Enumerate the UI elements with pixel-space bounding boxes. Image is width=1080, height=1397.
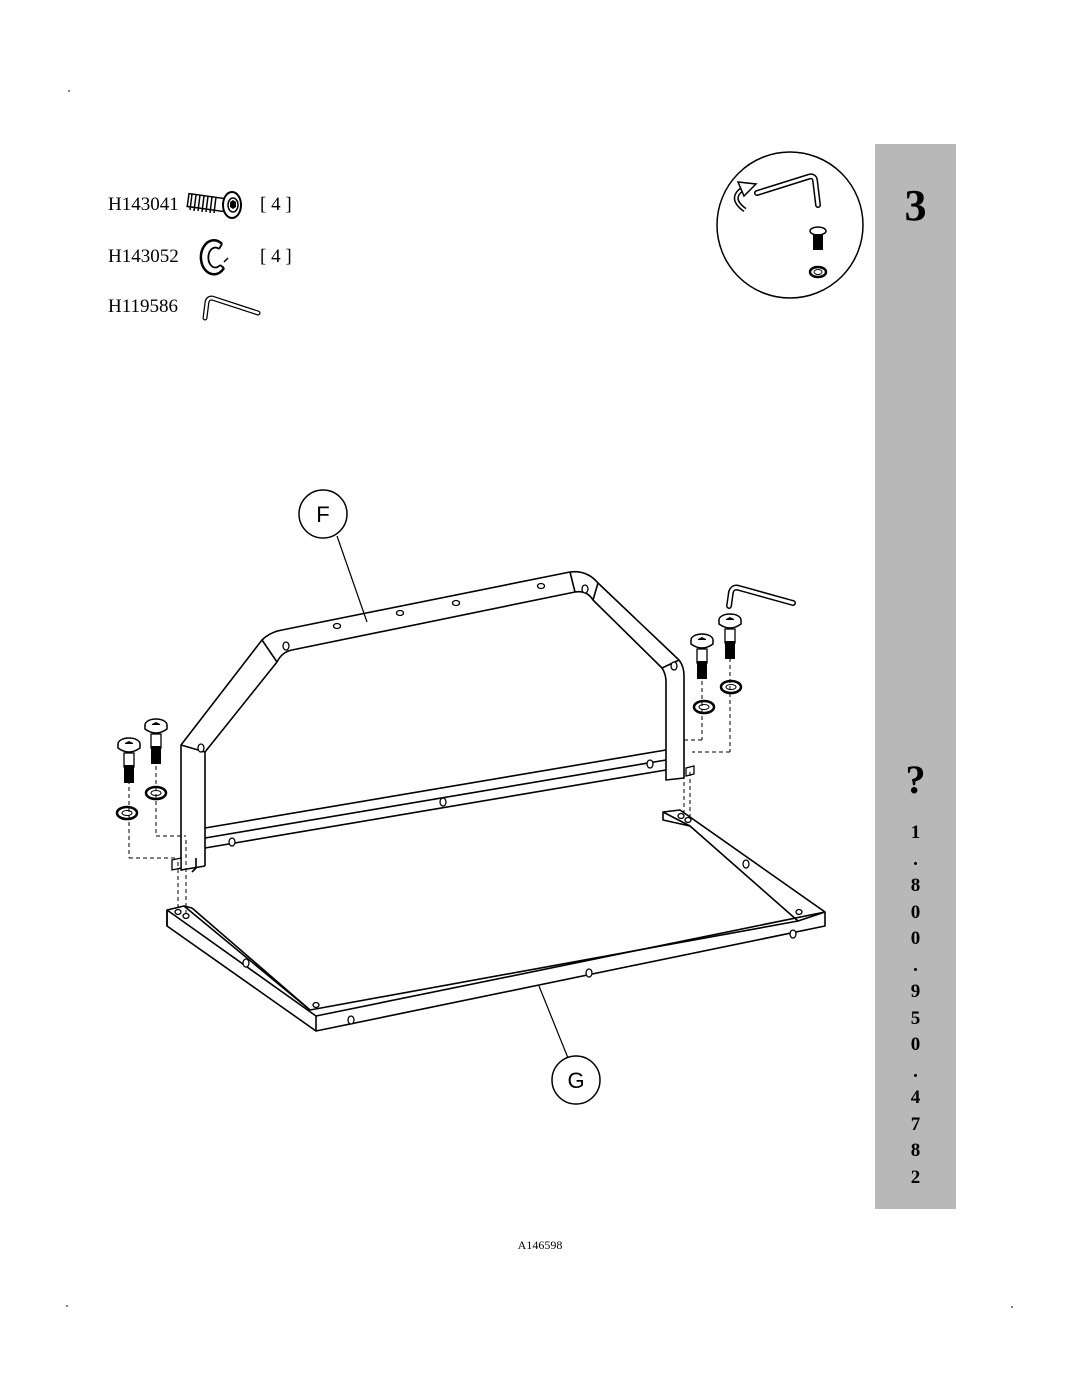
part-code: H143052 bbox=[108, 246, 179, 267]
phone-digit: 0 bbox=[910, 928, 921, 949]
scan-speck bbox=[68, 90, 70, 92]
part-code: H143041 bbox=[108, 194, 179, 215]
scan-speck bbox=[66, 1305, 68, 1307]
phone-digit: 9 bbox=[910, 981, 921, 1002]
allen-key-icon bbox=[726, 584, 796, 609]
lock-washer-icon bbox=[692, 699, 716, 715]
part-code: H119586 bbox=[108, 296, 179, 317]
help-question-mark: ? bbox=[905, 757, 926, 802]
step-sidebar: 3 ? 1. 8 0 0. 9 5 0. 4 7 8 2 bbox=[875, 144, 956, 1209]
scan-speck bbox=[1011, 1306, 1013, 1308]
callout-g: G bbox=[538, 985, 601, 1105]
bolt-icon bbox=[144, 718, 168, 765]
document-code: A146598 bbox=[517, 1238, 563, 1252]
phone-digit: 2 bbox=[910, 1166, 921, 1188]
frame-f-holes bbox=[197, 582, 678, 847]
phone-digit: . bbox=[913, 848, 918, 870]
frame-f bbox=[180, 570, 685, 873]
frame-g-holes bbox=[174, 812, 803, 1025]
phone-digit: 0 bbox=[910, 901, 921, 923]
callout-f-label: F bbox=[316, 502, 329, 527]
lock-washer-icon bbox=[719, 679, 743, 695]
phone-digit: 1 bbox=[910, 822, 921, 843]
callout-g-label: G bbox=[567, 1068, 584, 1093]
allen-key-icon bbox=[202, 295, 261, 321]
phone-digit: 8 bbox=[910, 875, 921, 896]
lock-washer-icon bbox=[199, 239, 229, 276]
step-number: 3 bbox=[904, 181, 927, 230]
frame-f-tabs bbox=[171, 765, 695, 871]
phone-digit: 8 bbox=[910, 1140, 921, 1161]
phone-digit: . bbox=[913, 1060, 918, 1082]
frame-g bbox=[166, 809, 826, 1032]
phone-digit: . bbox=[913, 954, 918, 976]
phone-digit: 0 bbox=[910, 1034, 921, 1055]
bolt-icon bbox=[718, 613, 742, 660]
lock-washer-icon bbox=[115, 805, 139, 821]
phone-digit: 7 bbox=[910, 1113, 921, 1135]
bolt-icon bbox=[186, 191, 242, 219]
phone-digit: 5 bbox=[910, 1007, 921, 1029]
part-qty: [ 4 ] bbox=[260, 246, 292, 267]
phone-digit: 4 bbox=[910, 1087, 921, 1108]
bolt-icon bbox=[117, 737, 141, 784]
help-phone-number: 1. 8 0 0. 9 5 0. 4 7 8 2 bbox=[875, 820, 956, 1191]
callout-f: F bbox=[298, 489, 368, 623]
bolt-icon bbox=[690, 633, 714, 680]
part-qty: [ 4 ] bbox=[260, 194, 292, 215]
